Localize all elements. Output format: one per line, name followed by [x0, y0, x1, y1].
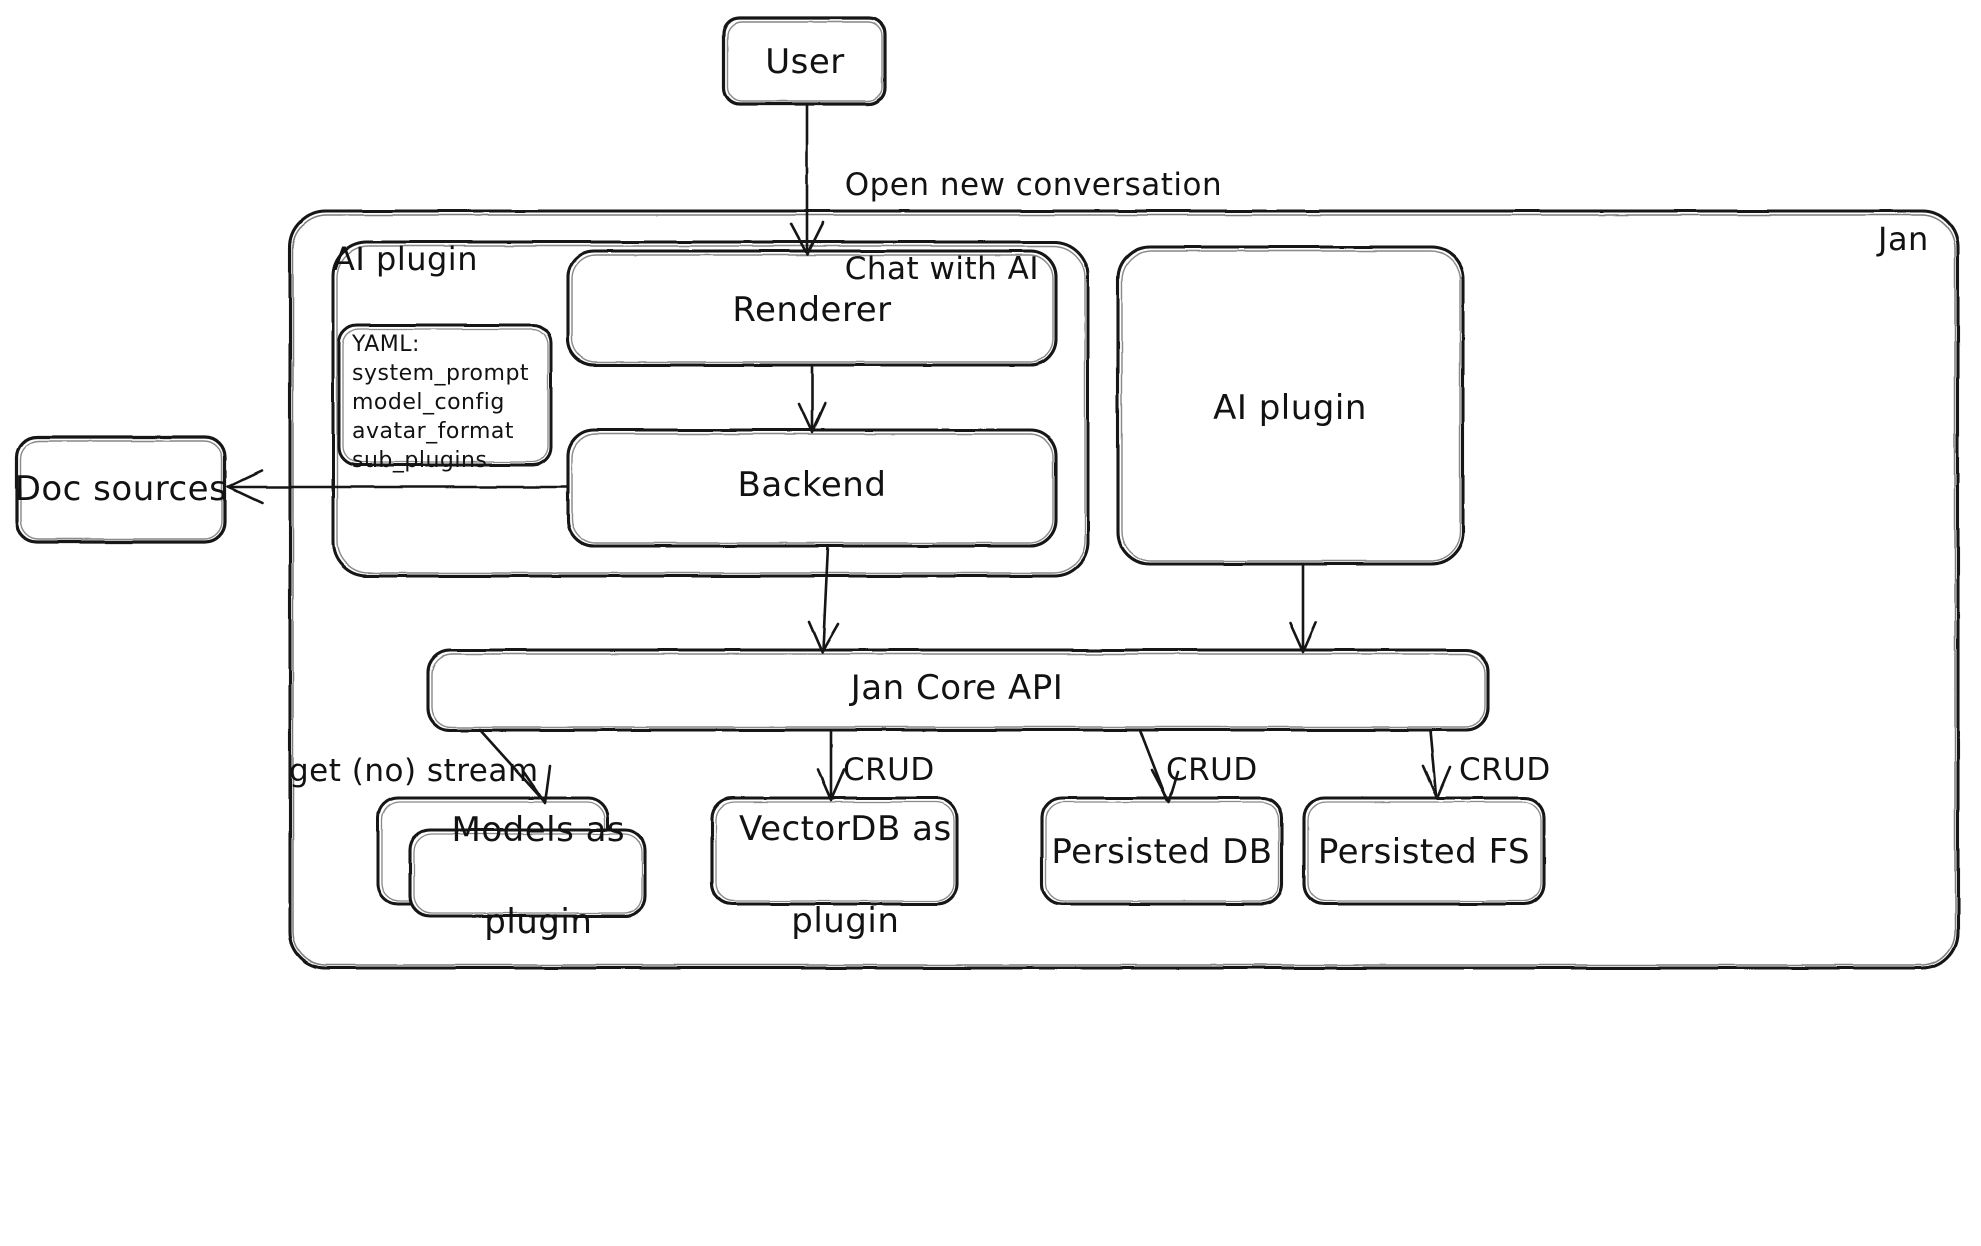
- user-node[interactable]: [724, 18, 885, 104]
- vectordb-plugin-node[interactable]: [712, 798, 957, 904]
- persisted-fs-node[interactable]: [1304, 798, 1544, 904]
- jan-container-shape: [288, 209, 1960, 970]
- edge-renderer-to-backend: [797, 364, 827, 434]
- edge-backend-to-core: [807, 544, 840, 654]
- renderer-node[interactable]: [568, 251, 1056, 365]
- edge-core-to-vectordb: [816, 728, 846, 802]
- ai-plugin-node[interactable]: [1118, 247, 1463, 564]
- edge-ai-plugin-to-core: [1288, 562, 1318, 654]
- user-box-shape[interactable]: [722, 16, 887, 106]
- edge-core-to-models: [478, 728, 552, 805]
- edge-core-to-persisted-fs: [1421, 728, 1452, 800]
- models-plugin-node[interactable]: [378, 798, 645, 916]
- ai-plugin-group-shape: [331, 240, 1090, 578]
- vectordb-plugin-box-shape[interactable]: [710, 796, 959, 906]
- models-plugin-box-shape[interactable]: [376, 796, 647, 918]
- ai-plugin-box-shape[interactable]: [1116, 245, 1465, 566]
- jan-core-api-box-shape[interactable]: [426, 648, 1490, 732]
- edge-backend-to-doc-sources: [226, 469, 570, 505]
- doc-sources-box-shape[interactable]: [15, 435, 227, 544]
- doc-sources-node[interactable]: [17, 437, 225, 542]
- backend-node[interactable]: [568, 430, 1056, 546]
- jan-core-api-node[interactable]: [428, 650, 1488, 730]
- persisted-fs-box-shape[interactable]: [1302, 796, 1546, 906]
- yaml-note-shape: [337, 323, 553, 467]
- persisted-db-node[interactable]: [1042, 798, 1282, 904]
- persisted-db-box-shape[interactable]: [1040, 796, 1284, 906]
- edge-user-to-renderer: [789, 102, 825, 256]
- edge-core-to-persisted-db: [1138, 728, 1180, 804]
